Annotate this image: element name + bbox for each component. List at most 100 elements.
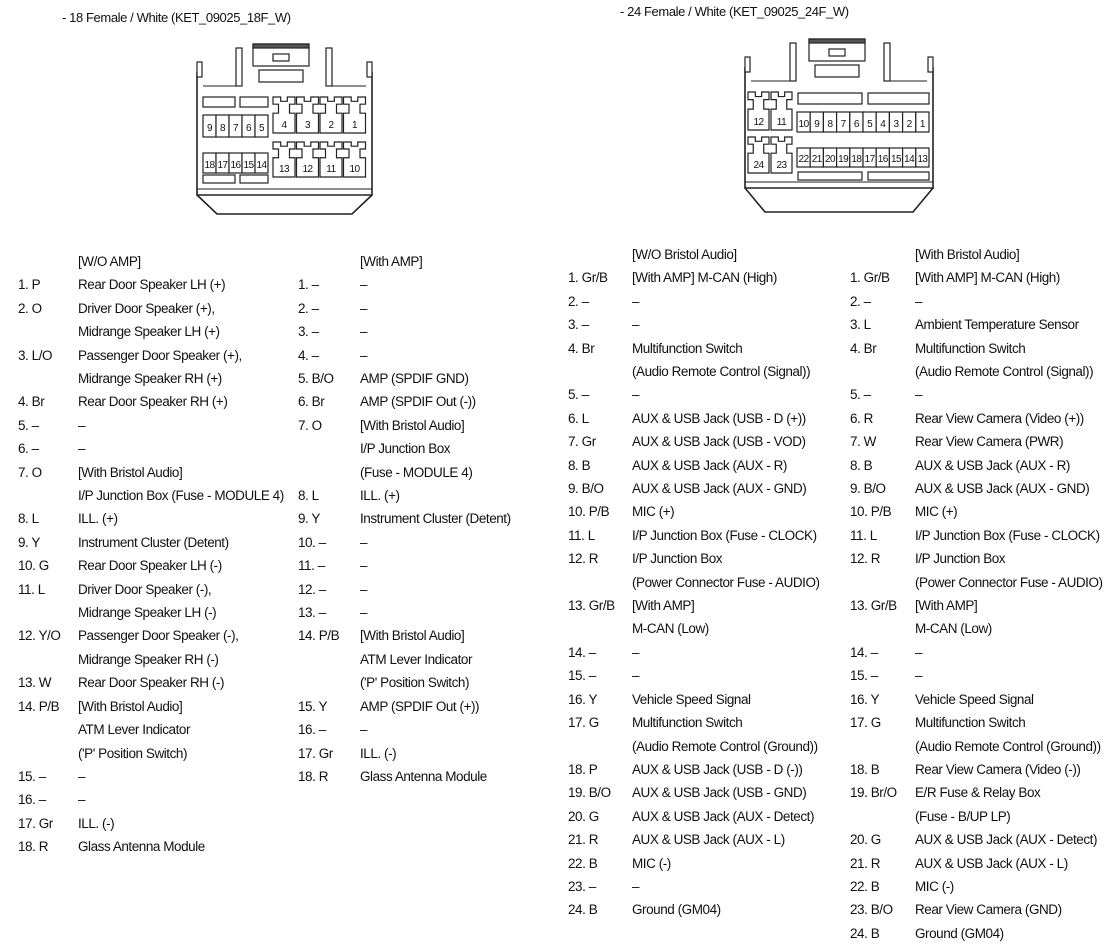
pin-number-color: 14. P/B	[298, 628, 340, 644]
pin-row: 16. ––	[298, 718, 538, 741]
pin-description: (Fuse - B/UP LP)	[915, 808, 1011, 824]
pin-description: (Fuse - MODULE 4)	[360, 464, 473, 480]
pin-number-color: 4. Br	[18, 394, 45, 410]
slot	[867, 171, 930, 181]
pin-description: ('P' Position Switch)	[360, 675, 469, 691]
pin-number-color: 23. B/O	[850, 902, 893, 918]
pin-number-color: 17. Gr	[298, 745, 333, 761]
pin-description: Driver Door Speaker (-),	[78, 581, 212, 597]
pin-row: 4. ––	[298, 344, 538, 367]
pin-description: –	[360, 581, 368, 597]
pin-description: –	[360, 558, 368, 574]
connector-housing-base	[744, 187, 934, 213]
pin-row: 5. ––	[18, 414, 288, 437]
pin-label: 9	[814, 119, 820, 130]
pin-label: 11	[326, 164, 336, 175]
pin-number-color: 16. –	[18, 792, 46, 808]
pin-description: AUX & USB Jack (AUX - L)	[915, 855, 1068, 871]
pin-number-color: 14. –	[850, 644, 878, 660]
connector-housing	[196, 72, 373, 196]
pin-number-color: 16. Y	[568, 691, 598, 707]
pin-number-color: 20. G	[850, 832, 881, 848]
pin-description: AUX & USB Jack (AUX - R)	[915, 457, 1070, 473]
pin-number-color: 24. B	[850, 925, 880, 941]
pin-description: AMP (SPDIF Out (-))	[360, 394, 476, 410]
connector-housing	[744, 67, 934, 189]
pin-number-color: 1. P	[18, 277, 41, 293]
pin-label: 16	[878, 154, 889, 165]
pin-number-color: 20. G	[568, 808, 599, 824]
pin-description: ATM Lever Indicator	[78, 722, 190, 738]
pin-number-color: 18. B	[850, 761, 880, 777]
pin-number-color: 12. Y/O	[18, 628, 61, 644]
pin-label: 1	[352, 120, 358, 131]
pin-number-color: 17. G	[850, 715, 881, 731]
pin-label: 13	[279, 164, 290, 175]
pin-description: –	[632, 644, 640, 660]
pin-label: 1	[920, 119, 926, 130]
pin-description: (Audio Remote Control (Signal))	[915, 364, 1094, 380]
pin-label: 6	[246, 123, 252, 134]
pin-number-color: 4. Br	[850, 340, 877, 356]
pin-row: 15. ––	[568, 664, 838, 687]
pin-number-color: 5. –	[568, 387, 589, 403]
pin-label: 6	[854, 119, 860, 130]
pin-description: ILL. (+)	[78, 511, 118, 527]
terminal-cavity	[254, 114, 269, 138]
connector-housing-base	[196, 194, 373, 215]
pin-number-color: 2. –	[850, 293, 871, 309]
pin-label: 9	[207, 123, 213, 134]
slot	[239, 174, 269, 184]
pin-description: I/P Junction Box (Fuse - CLOCK)	[915, 527, 1100, 543]
pin-label: 24	[753, 160, 764, 171]
pin-row: 23. ––	[568, 875, 838, 898]
pin-description: AUX & USB Jack (USB - GND)	[632, 785, 807, 801]
pin-number-color: 10. P/B	[850, 504, 892, 520]
terminal-cavity	[272, 141, 296, 178]
pin-number-color: 15. –	[568, 668, 596, 684]
pin-description: –	[632, 317, 640, 333]
pinout-table-24-wo-bristol: [W/O Bristol Audio]1. Gr/B[With AMP] M-C…	[568, 243, 838, 922]
pin-description: Rear View Camera (Video (-))	[915, 761, 1081, 777]
pin-number-color: 16. –	[298, 722, 326, 738]
pin-description: [With Bristol Audio]	[360, 628, 465, 644]
pin-label: 3	[305, 120, 311, 131]
pin-description: –	[360, 534, 368, 550]
pin-label: 17	[217, 160, 228, 171]
table-header: [W/O AMP]	[78, 254, 141, 269]
pin-label: 3	[893, 119, 899, 130]
pin-description: –	[78, 417, 86, 433]
pin-label: 18	[851, 154, 862, 165]
pin-description: MIC (-)	[915, 878, 954, 894]
pin-number-color: 2. O	[18, 300, 42, 316]
pin-description: Driver Door Speaker (+),	[78, 300, 215, 316]
pin-label: 4	[281, 120, 287, 131]
pin-description: Multifunction Switch	[915, 340, 1026, 356]
locking-tab	[828, 48, 846, 57]
pin-description: Rear View Camera (GND)	[915, 902, 1062, 918]
pin-number-color: 17. Gr	[18, 815, 53, 831]
pin-description: –	[632, 293, 640, 309]
pin-number-color: 3. –	[568, 317, 589, 333]
pin-row: 6. ––	[18, 437, 288, 460]
pin-description: (Audio Remote Control (Signal))	[632, 364, 811, 380]
locking-tab	[808, 38, 866, 44]
pin-row: 15. ––	[18, 765, 288, 788]
